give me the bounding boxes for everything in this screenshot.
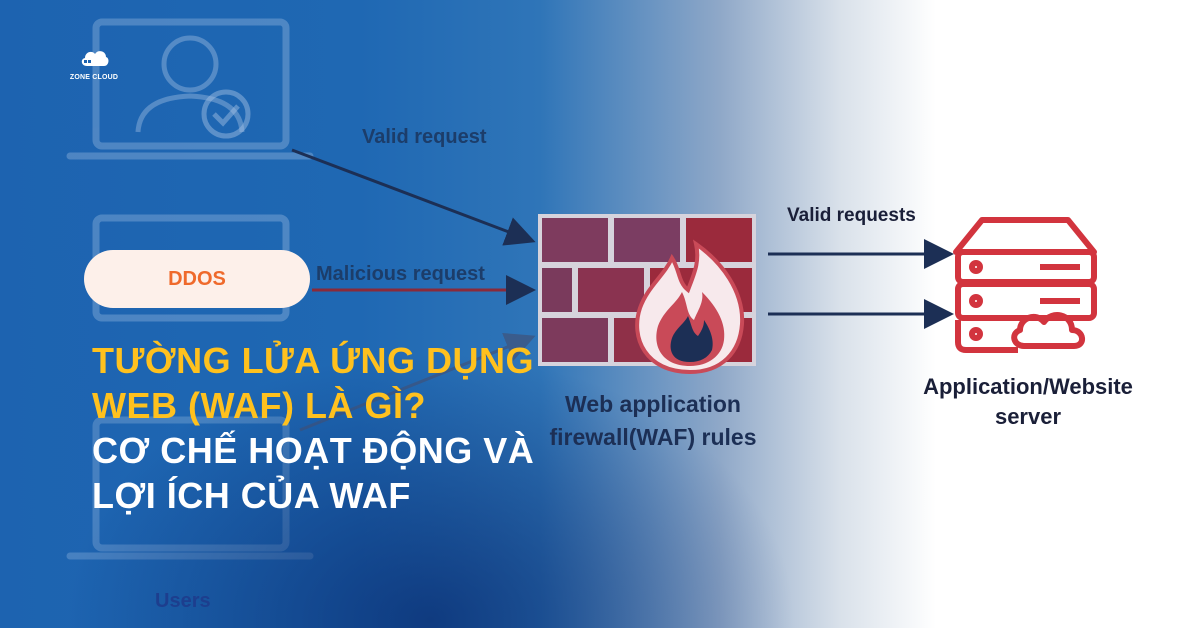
server-icon bbox=[953, 217, 1097, 353]
zone-cloud-logo: ZONE CLOUD bbox=[66, 48, 122, 81]
malicious-request-label: Malicious request bbox=[316, 263, 485, 285]
check-circle-icon bbox=[201, 89, 251, 139]
page-title: Tường lửa ứng dụng web (WAF) là gì? Cơ c… bbox=[92, 338, 592, 518]
category-badge-label: DDOS bbox=[168, 267, 226, 290]
valid-requests-label: Valid requests bbox=[787, 205, 916, 226]
cloud-logo-icon bbox=[81, 51, 109, 66]
valid-request-arrow bbox=[291, 148, 536, 246]
firewall-label: Web application firewall(WAF) rules bbox=[549, 391, 757, 450]
valid-request-label: Valid request bbox=[362, 126, 487, 148]
logo-wordmark: ZONE CLOUD bbox=[69, 74, 119, 81]
cloud-icon bbox=[1011, 312, 1085, 349]
title-line-1: Tường lửa ứng dụng bbox=[92, 340, 534, 381]
title-line-4: lợi ích của WAF bbox=[92, 475, 411, 516]
server-label: Application/Website server bbox=[923, 374, 1133, 429]
users-label: Users bbox=[155, 590, 211, 612]
title-line-3: Cơ chế hoạt động và bbox=[92, 430, 535, 471]
title-line-2: web (WAF) là gì? bbox=[92, 385, 426, 426]
category-badge[interactable]: DDOS bbox=[84, 250, 310, 308]
